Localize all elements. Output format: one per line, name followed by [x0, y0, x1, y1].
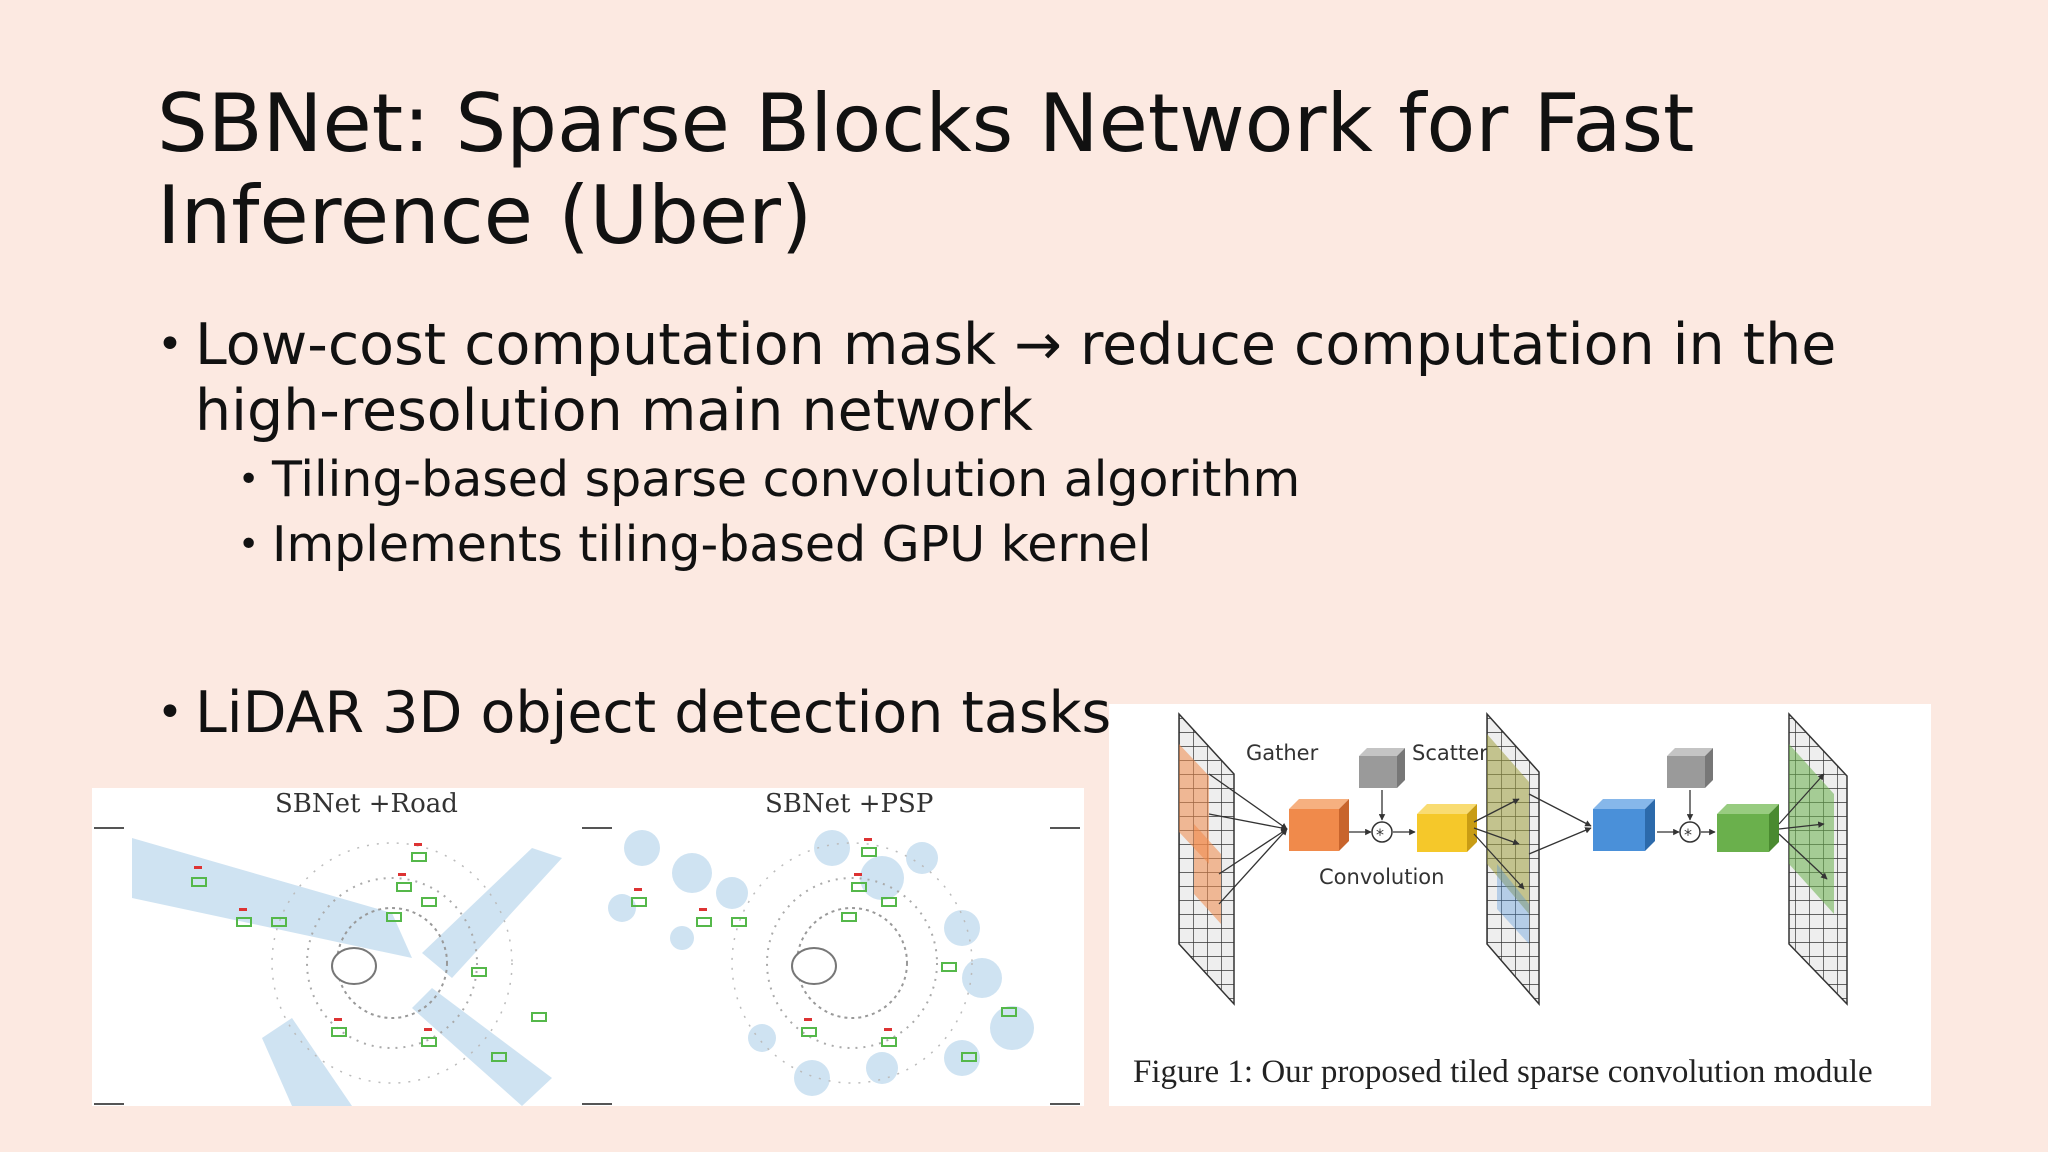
bullet-dot: • [157, 319, 183, 370]
figure-title-road: SBNet +Road [275, 789, 458, 819]
input-feature-map [1178, 712, 1235, 1006]
slide-title: SBNet: Sparse Blocks Network for Fast In… [157, 78, 1917, 262]
orange-block [1289, 799, 1349, 851]
blue-block [1593, 799, 1655, 851]
yellow-block [1417, 804, 1477, 852]
bullet-low-cost-mask: • Low-cost computation mask → reduce com… [157, 312, 1855, 444]
lidar-point-cloud-images [94, 827, 1080, 1106]
title-line-1: SBNet: Sparse Blocks Network for Fast [157, 77, 1695, 170]
scatter-label: Scatter [1412, 741, 1488, 765]
output-feature-map [1788, 712, 1848, 1006]
svg-text:*: * [1376, 825, 1384, 844]
sparse-convolution-figure: Gather * Convolut [1109, 704, 1931, 1106]
kernel-block-2 [1667, 748, 1713, 788]
convolution-operator-icon [1371, 821, 1393, 843]
lidar-results-figure: SBNet +Road SBNet +PSP [92, 788, 1084, 1106]
sub-bullet-dot: • [238, 459, 260, 500]
bullet-line-2: high-resolution main network [195, 378, 1033, 444]
sub-bullet-text: Tiling-based sparse convolution algorith… [272, 451, 1301, 508]
bullet-lidar-tasks: • LiDAR 3D object detection tasks [157, 680, 1112, 746]
gather-label: Gather [1246, 741, 1319, 765]
figure-title-psp: SBNet +PSP [765, 789, 934, 819]
figure-caption: Figure 1: Our proposed tiled sparse conv… [1133, 1054, 1873, 1090]
bullet-line-1: Low-cost computation mask → reduce compu… [195, 312, 1837, 378]
convolution-label: Convolution [1319, 865, 1444, 889]
sub-bullet-tiling-algorithm: • Tiling-based sparse convolution algori… [238, 448, 1301, 512]
bullet-dot: • [157, 687, 183, 738]
sparse-convolution-diagram: Gather * Convolut [1178, 712, 1848, 1007]
green-block [1717, 804, 1779, 852]
sub-bullet-text: Implements tiling-based GPU kernel [272, 516, 1152, 573]
kernel-block-1 [1359, 748, 1405, 788]
lidar-panel-psp [582, 827, 1080, 1105]
sub-bullet-dot: • [238, 524, 260, 565]
bullet-text: LiDAR 3D object detection tasks [195, 680, 1112, 746]
lidar-panel-road [94, 827, 562, 1106]
svg-text:*: * [1684, 825, 1692, 844]
intermediate-feature-map [1486, 712, 1540, 1007]
convolution-operator-icon [1679, 821, 1701, 843]
sub-bullet-gpu-kernel: • Implements tiling-based GPU kernel [238, 513, 1152, 577]
title-line-2: Inference (Uber) [157, 169, 813, 262]
